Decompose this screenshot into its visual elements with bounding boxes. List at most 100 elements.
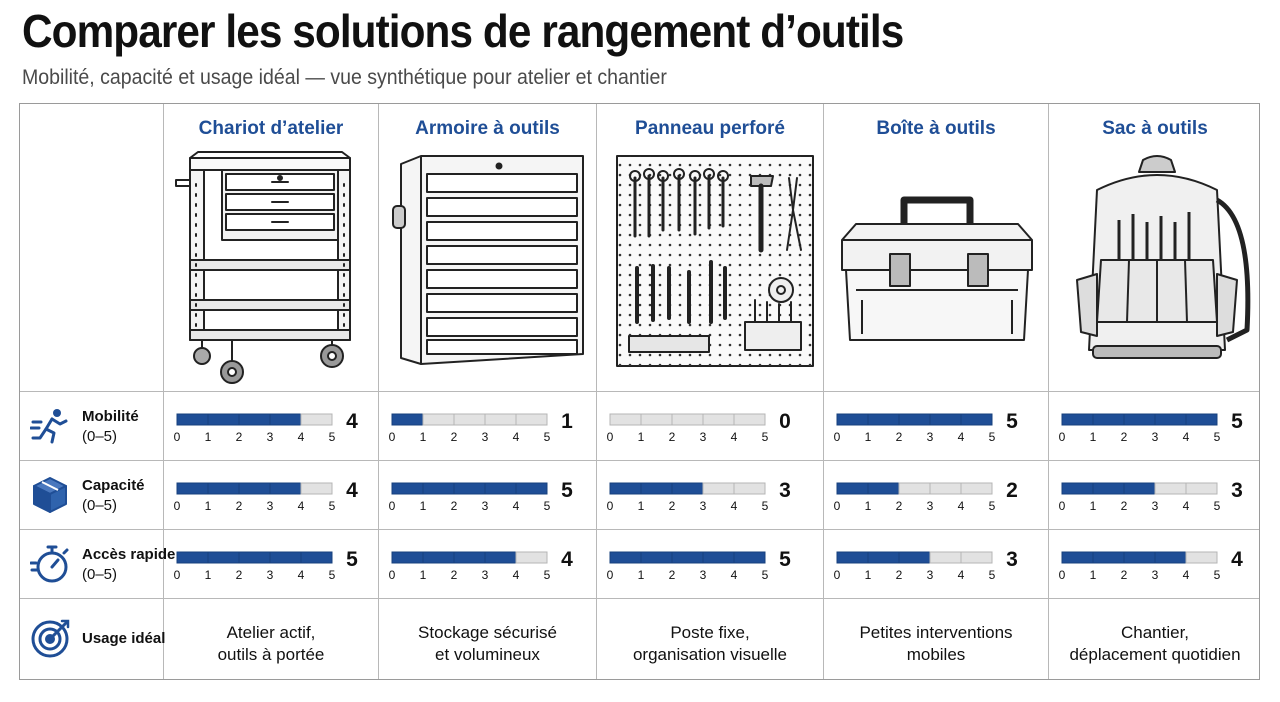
tick-label: 3: [1152, 499, 1159, 513]
tick-label: 4: [513, 499, 520, 513]
tick-label: 5: [762, 430, 769, 444]
tick-label: 2: [236, 568, 243, 582]
row-label-text: Usage idéal: [82, 630, 166, 647]
tick-label: 1: [205, 568, 212, 582]
bar-segment-filled: [391, 551, 424, 564]
tick-label: 1: [1090, 430, 1097, 444]
bar-segment-filled: [176, 482, 209, 495]
tick-label: 0: [1059, 568, 1066, 582]
tick-label: 2: [1121, 568, 1128, 582]
page-title: Comparer les solutions de rangement d’ou…: [22, 5, 904, 57]
bar-segment-filled: [671, 551, 704, 564]
usage-line: et volumineux: [435, 645, 540, 664]
bar-segment-filled: [422, 482, 455, 495]
tick-label: 4: [1183, 568, 1190, 582]
tick-label: 3: [1152, 430, 1159, 444]
bar-segment-empty: [929, 551, 962, 564]
tick-label: 1: [205, 499, 212, 513]
tick-label: 2: [669, 499, 676, 513]
bar-segment-filled: [453, 551, 486, 564]
usage-line: Chantier,: [1120, 623, 1190, 642]
tick-label: 5: [1214, 568, 1221, 582]
tick-label: 0: [607, 430, 614, 444]
tick-label: 2: [669, 568, 676, 582]
bar-segment-empty: [640, 413, 673, 426]
row-label-mobility: Mobilité (0–5): [20, 392, 163, 460]
tick-label: 2: [451, 499, 458, 513]
tick-label: 3: [1152, 568, 1159, 582]
score-value: 3: [779, 479, 791, 502]
tick-label: 3: [482, 499, 489, 513]
usage-cell: Chantier, déplacement quotidien: [1049, 622, 1261, 666]
tick-label: 2: [236, 430, 243, 444]
page-subtitle: Mobilité, capacité et usage idéal — vue …: [22, 66, 667, 89]
tick-label: 4: [1183, 430, 1190, 444]
usage-line: mobiles: [906, 645, 966, 664]
tick-label: 4: [513, 568, 520, 582]
tick-label: 5: [329, 430, 336, 444]
tick-label: 5: [1214, 499, 1221, 513]
bar-segment-filled: [1154, 551, 1187, 564]
bar-segment-empty: [515, 413, 548, 426]
bar-segment-empty: [960, 551, 993, 564]
bar-segment-filled: [867, 551, 900, 564]
tick-label: 4: [298, 430, 305, 444]
tick-label: 3: [927, 430, 934, 444]
tick-label: 2: [896, 568, 903, 582]
bar-segment-filled: [1092, 482, 1125, 495]
usage-line: déplacement quotidien: [1069, 645, 1241, 664]
target-icon: [31, 619, 70, 658]
tick-label: 1: [865, 430, 872, 444]
score-value: 1: [561, 410, 573, 433]
tick-label: 0: [1059, 430, 1066, 444]
bar-segment-filled: [391, 413, 424, 426]
bar-segment-empty: [733, 413, 766, 426]
usage-line: Petites interventions: [859, 623, 1013, 642]
column-title: Sac à outils: [1102, 118, 1208, 139]
tick-label: 0: [174, 430, 181, 444]
tick-label: 5: [329, 568, 336, 582]
tick-label: 5: [1214, 430, 1221, 444]
bar-segment-filled: [484, 551, 517, 564]
tick-label: 4: [298, 499, 305, 513]
bar-segment-filled: [1123, 482, 1156, 495]
tick-label: 2: [451, 568, 458, 582]
bar-segment-filled: [733, 551, 766, 564]
bar-segment-filled: [269, 482, 302, 495]
tick-label: 1: [420, 499, 427, 513]
tick-label: 5: [989, 430, 996, 444]
column-title: Armoire à outils: [415, 118, 560, 139]
bar-segment-filled: [453, 482, 486, 495]
row-label-usage: Usage idéal: [20, 599, 166, 681]
score-value: 4: [346, 479, 358, 502]
bar-segment-filled: [176, 413, 209, 426]
bar-segment-empty: [898, 482, 931, 495]
usage-line: Atelier actif,: [226, 623, 316, 642]
column-title: Chariot d’atelier: [198, 118, 344, 139]
tool-cabinet-icon: [392, 155, 584, 365]
bar-segment-filled: [836, 413, 869, 426]
tick-label: 5: [989, 568, 996, 582]
tick-label: 0: [834, 430, 841, 444]
row-label-capacity: Capacité (0–5): [20, 461, 163, 529]
bar-segment-filled: [640, 482, 673, 495]
column-sac: Sac à outils: [1049, 104, 1261, 392]
tick-label: 3: [267, 568, 274, 582]
tick-label: 2: [669, 430, 676, 444]
tick-label: 1: [205, 430, 212, 444]
bar-segment-filled: [929, 413, 962, 426]
tick-label: 3: [700, 499, 707, 513]
tool-cart-icon: [175, 151, 351, 384]
bar-segment-filled: [238, 482, 271, 495]
